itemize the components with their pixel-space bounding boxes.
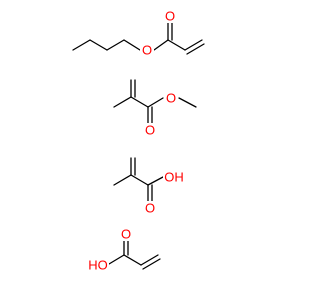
bond [108, 254, 125, 265]
molecule-acrylic-acid: O HO [87, 227, 161, 273]
oxygen-atom-label: O [145, 123, 155, 138]
structure-svg: O O O O OH [72, 9, 205, 273]
bond [153, 39, 169, 51]
molecule-butyl-acrylate: O O [72, 9, 205, 58]
bond [113, 174, 132, 186]
oxygen-atom-label: O [121, 227, 131, 242]
bond [130, 174, 149, 186]
bond [106, 39, 125, 51]
oxygen-atom-label: O [166, 91, 176, 106]
bond [184, 39, 203, 51]
bond [140, 254, 159, 266]
bond [178, 97, 197, 108]
bond [89, 39, 108, 51]
oxygen-atom-label: O [165, 9, 175, 24]
bond [130, 96, 149, 108]
molecule-methacrylic-acid: OH O [113, 157, 185, 216]
bond [123, 39, 141, 51]
oxygen-atom-label: O [145, 201, 155, 216]
molecule-methyl-methacrylate: O O [113, 79, 197, 138]
structure-diagram: O O O O OH [72, 8, 205, 273]
bond [142, 258, 161, 270]
bond [147, 97, 164, 108]
oxygen-atom-label: O [142, 43, 152, 58]
hydroxyl-label: OH [164, 170, 184, 185]
bond [113, 96, 132, 108]
bond [147, 176, 164, 186]
hydroxyl-label: HO [88, 258, 108, 273]
bond [186, 43, 205, 55]
bond [167, 39, 186, 51]
bond [72, 39, 91, 51]
bond [123, 254, 142, 266]
